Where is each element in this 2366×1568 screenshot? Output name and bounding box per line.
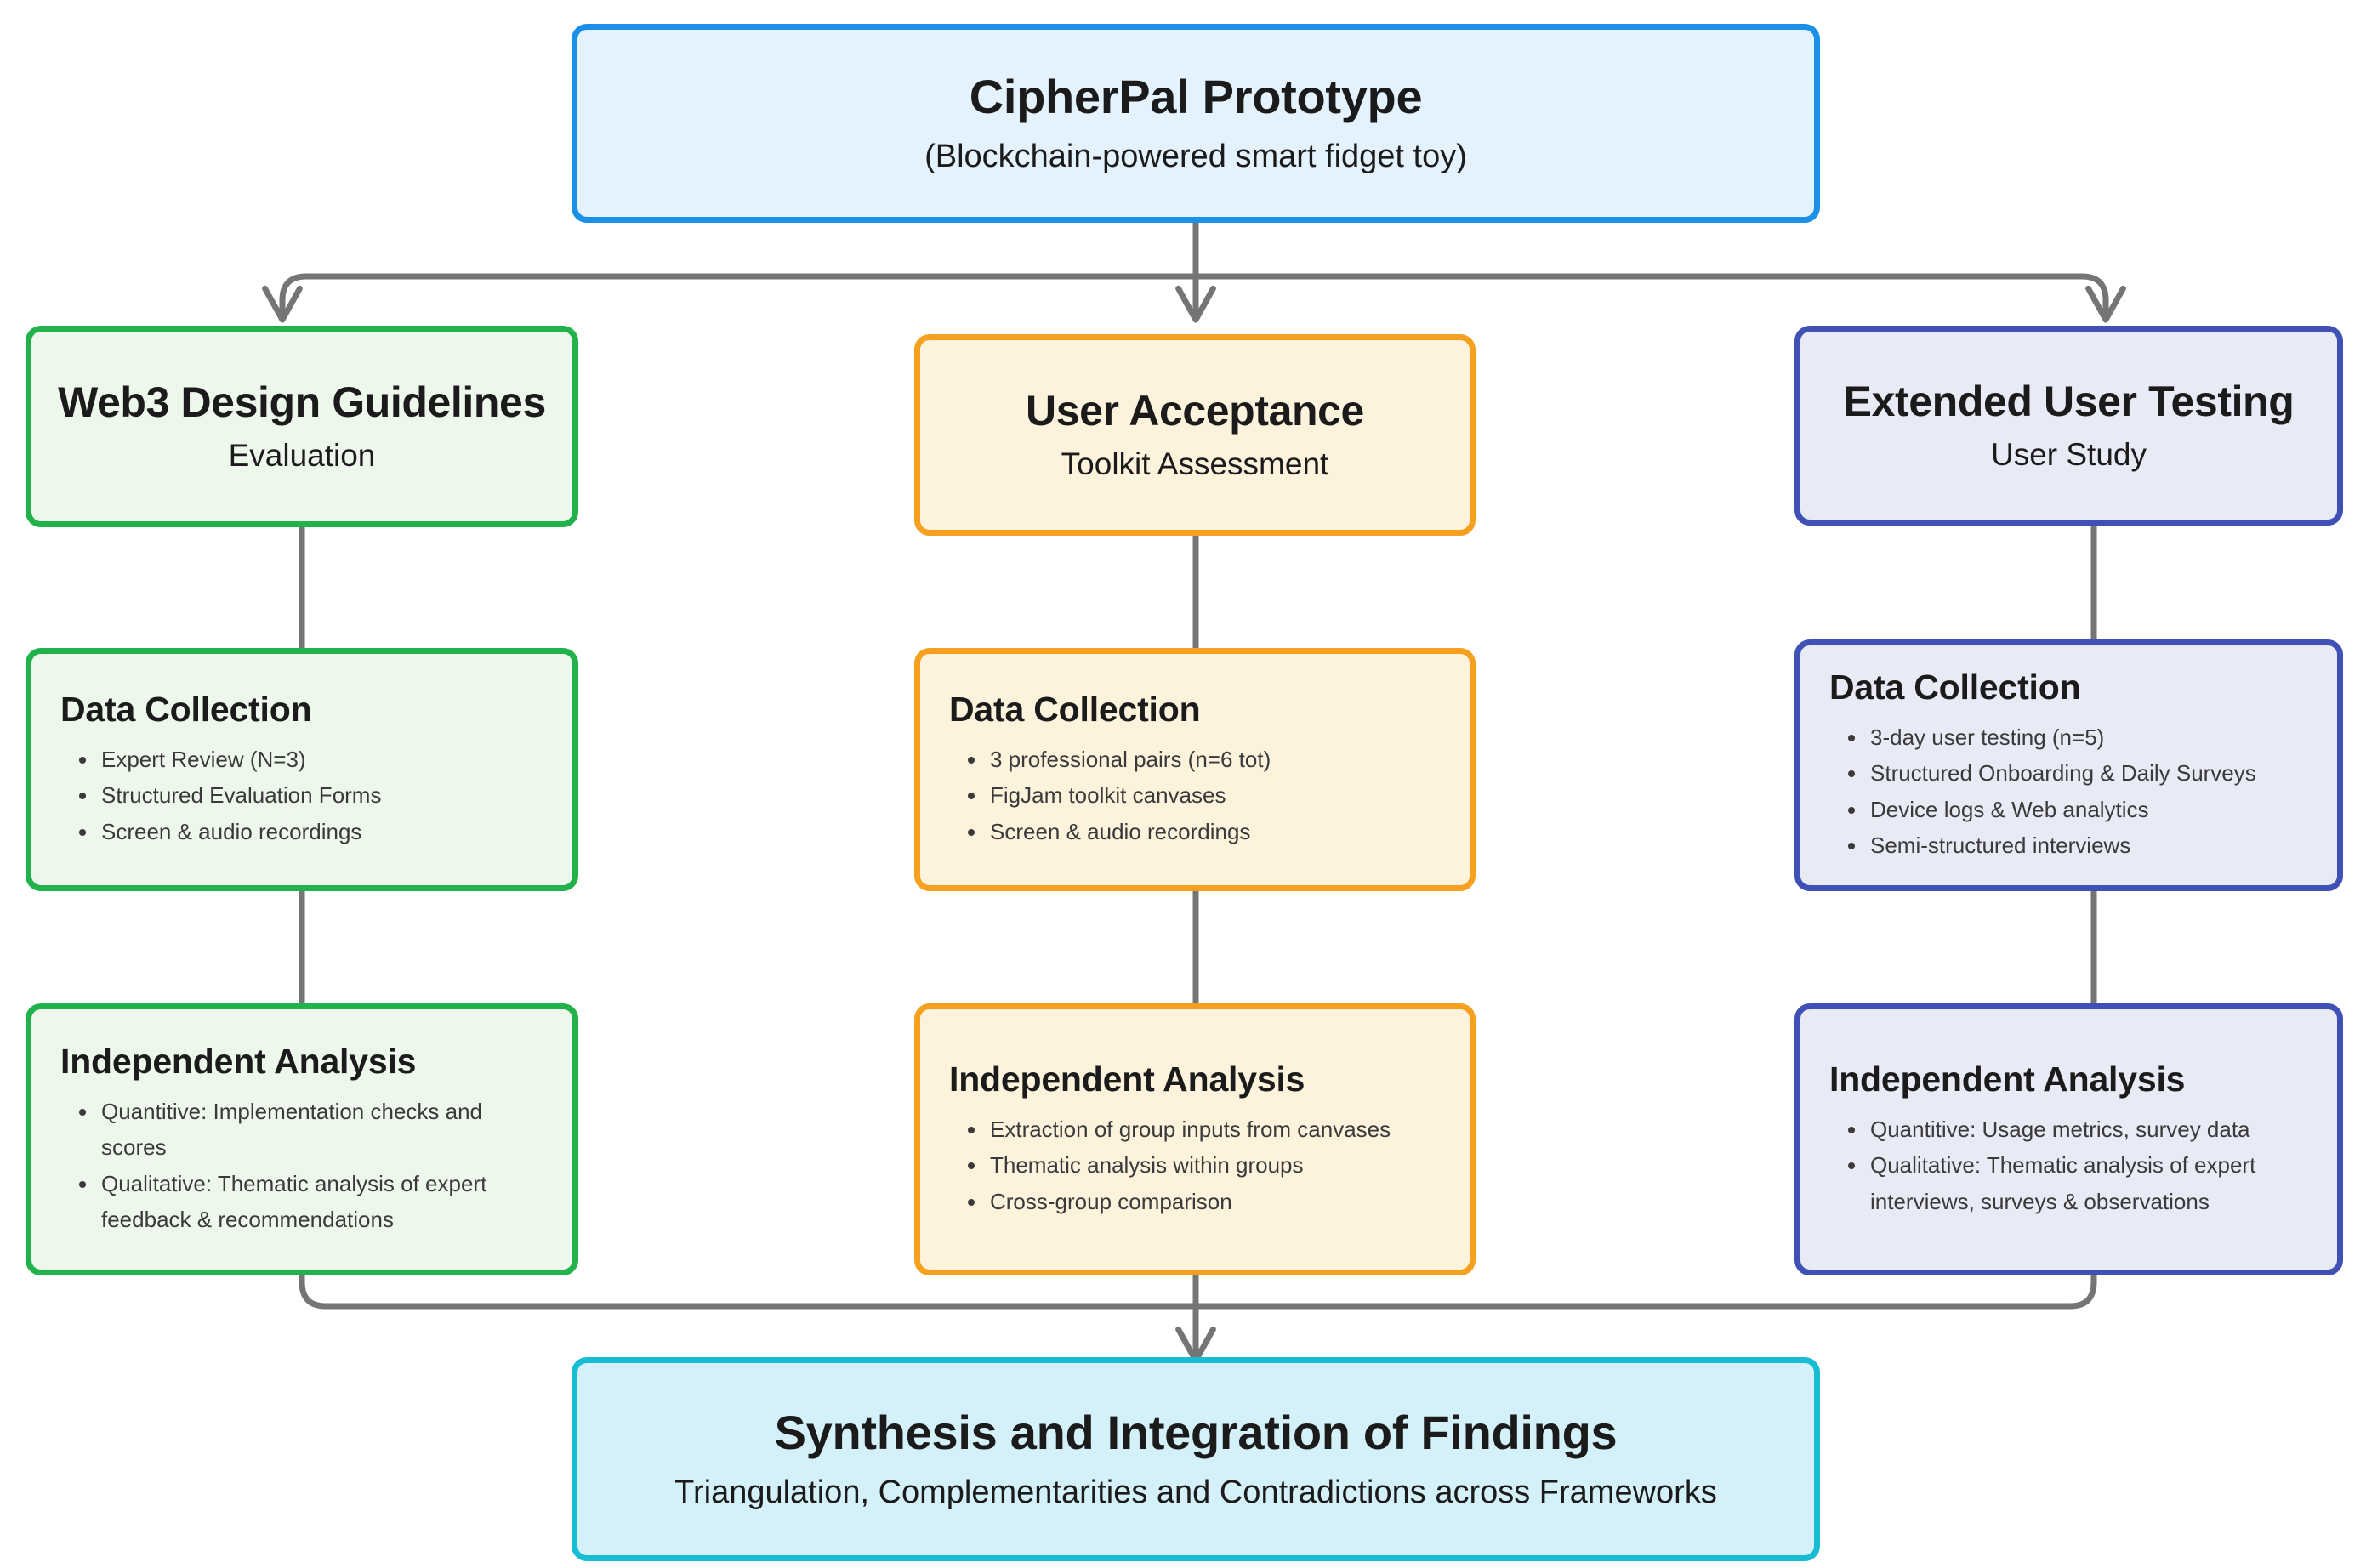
node-acceptance-independent-analysis-list: Extraction of group inputs from canvases… [949, 1111, 1441, 1219]
node-acceptance-head-title: User Acceptance [1026, 387, 1364, 435]
node-extended-independent-analysis[interactable]: Independent Analysis Quantitive: Usage m… [1794, 1003, 2343, 1275]
node-acceptance-independent-analysis-title: Independent Analysis [949, 1060, 1305, 1099]
list-item: Qualitative: Thematic analysis of expert… [79, 1166, 543, 1237]
list-item: Structured Evaluation Forms [79, 777, 543, 813]
node-extended-data-collection-list: 3-day user testing (n=5) Structured Onbo… [1829, 719, 2308, 862]
node-web3-data-collection-title: Data Collection [60, 690, 312, 730]
node-acceptance-data-collection[interactable]: Data Collection 3 professional pairs (n=… [914, 648, 1476, 891]
node-extended-data-collection[interactable]: Data Collection 3-day user testing (n=5)… [1794, 639, 2343, 891]
node-extended-head-subtitle: User Study [1990, 437, 2147, 472]
node-extended-head-title: Extended User Testing [1843, 378, 2295, 425]
node-synthesis[interactable]: Synthesis and Integration of Findings Tr… [572, 1357, 1820, 1561]
node-web3-data-collection[interactable]: Data Collection Expert Review (N=3) Stru… [26, 648, 578, 891]
node-synthesis-subtitle: Triangulation, Complementarities and Con… [674, 1474, 1717, 1511]
edge-web3-analysis-to-synthesis [299, 1275, 1196, 1310]
node-web3-independent-analysis-list: Quantitive: Implementation checks and sc… [60, 1094, 543, 1236]
list-item: Extraction of group inputs from canvases [968, 1111, 1441, 1147]
node-extended-data-collection-title: Data Collection [1829, 668, 2081, 707]
list-item: Structured Onboarding & Daily Surveys [1848, 755, 2308, 791]
list-item: Semi-structured interviews [1848, 827, 2308, 863]
node-prototype-subtitle: (Blockchain-powered smart fidget toy) [924, 139, 1467, 175]
node-extended-independent-analysis-list: Quantitive: Usage metrics, survey data Q… [1829, 1111, 2308, 1219]
node-acceptance-head-subtitle: Toolkit Assessment [1061, 446, 1329, 481]
node-web3-head[interactable]: Web3 Design Guidelines Evaluation [26, 326, 578, 527]
list-item: Screen & audio recordings [79, 814, 543, 849]
list-item: Quantitive: Implementation checks and sc… [79, 1094, 543, 1165]
edge-bus-to-web3 [262, 273, 1196, 323]
node-prototype[interactable]: CipherPal Prototype (Blockchain-powered … [572, 24, 1820, 223]
node-web3-independent-analysis[interactable]: Independent Analysis Quantitive: Impleme… [26, 1003, 578, 1275]
list-item: Quantitive: Usage metrics, survey data [1848, 1111, 2308, 1147]
node-web3-head-subtitle: Evaluation [228, 438, 376, 473]
list-item: Expert Review (N=3) [79, 741, 543, 777]
node-synthesis-title: Synthesis and Integration of Findings [774, 1406, 1618, 1459]
node-web3-head-title: Web3 Design Guidelines [58, 378, 546, 426]
node-acceptance-data-collection-list: 3 professional pairs (n=6 tot) FigJam to… [949, 741, 1441, 849]
node-web3-data-collection-list: Expert Review (N=3) Structured Evaluatio… [60, 741, 543, 849]
node-extended-head[interactable]: Extended User Testing User Study [1794, 326, 2343, 526]
list-item: Screen & audio recordings [968, 814, 1441, 849]
node-prototype-title: CipherPal Prototype [969, 70, 1423, 123]
list-item: Device logs & Web analytics [1848, 792, 2308, 827]
edge-bus-to-extended [1196, 273, 2126, 323]
edge-extended-analysis-to-synthesis [1196, 1275, 2097, 1310]
list-item: Cross-group comparison [968, 1184, 1441, 1219]
node-web3-independent-analysis-title: Independent Analysis [60, 1042, 417, 1082]
list-item: Thematic analysis within groups [968, 1147, 1441, 1183]
node-acceptance-data-collection-title: Data Collection [949, 690, 1201, 730]
list-item: Qualitative: Thematic analysis of expert… [1848, 1147, 2308, 1219]
node-acceptance-independent-analysis[interactable]: Independent Analysis Extraction of group… [914, 1003, 1476, 1275]
list-item: 3-day user testing (n=5) [1848, 719, 2308, 755]
list-item: FigJam toolkit canvases [968, 777, 1441, 813]
node-extended-independent-analysis-title: Independent Analysis [1829, 1060, 2186, 1099]
node-acceptance-head[interactable]: User Acceptance Toolkit Assessment [914, 334, 1476, 536]
list-item: 3 professional pairs (n=6 tot) [968, 741, 1441, 777]
